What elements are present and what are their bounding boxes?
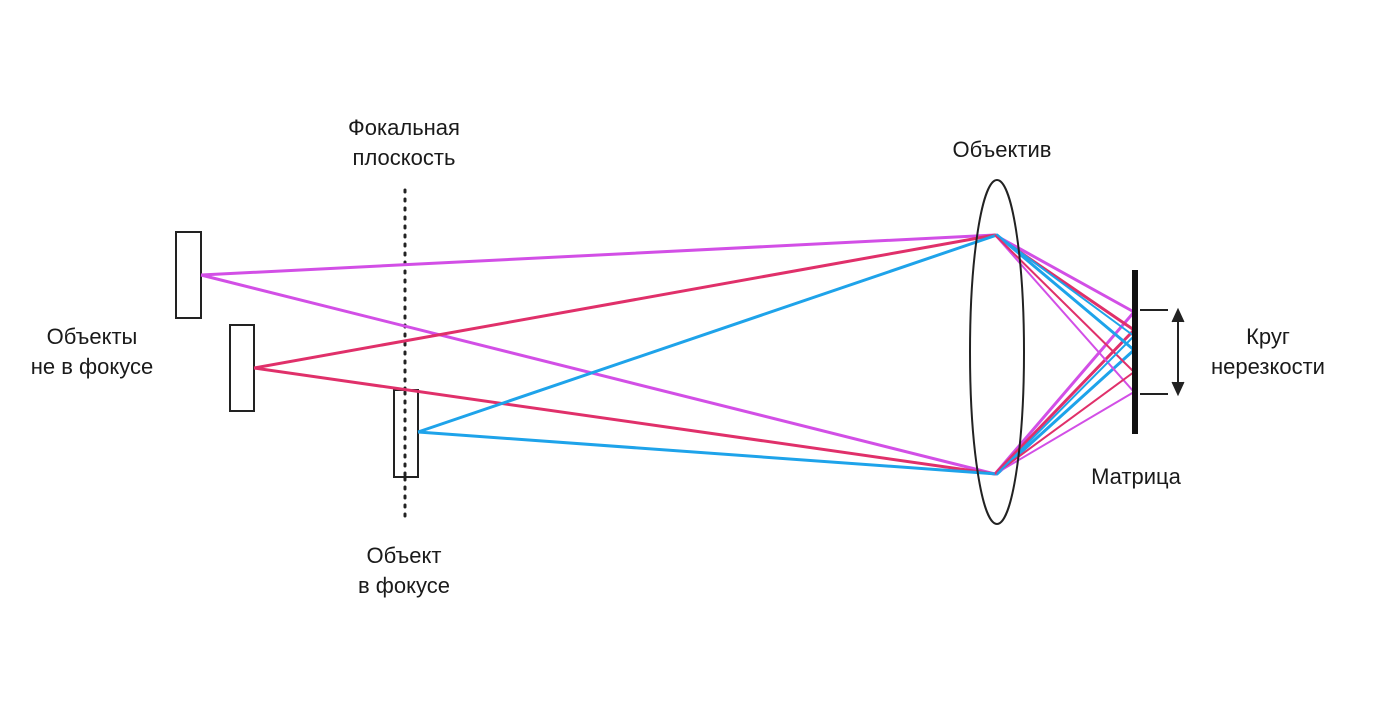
ray-violet-upper [200, 233, 1135, 314]
object-out-of-focus-2 [229, 324, 255, 412]
ray-violet-cross-top [994, 234, 1135, 393]
label-blur-circle-line2: нерезкости [1211, 354, 1325, 379]
label-focal-plane-line2: плоскость [353, 145, 456, 170]
rays-image-side [994, 234, 1135, 475]
rays-crimson [253, 233, 1136, 476]
ray-violet-cross-bottom [994, 391, 1135, 475]
label-out-of-focus-line2: не в фокусе [31, 354, 154, 379]
blur-circle-marker [1140, 307, 1185, 397]
ray-violet-lower [200, 273, 1136, 476]
rays-violet [200, 233, 1136, 476]
ray-blue-upper [417, 233, 1135, 434]
ray-crimson-cross-bottom [994, 371, 1135, 475]
ray-crimson-upper [253, 233, 1135, 370]
blur-arrow-head-bottom [1171, 381, 1185, 397]
label-focal-plane-line1: Фокальная [348, 115, 460, 140]
label-in-focus-line1: Объект [367, 543, 442, 568]
blur-arrow-head-top [1171, 307, 1185, 323]
ray-blue-cross-top [996, 234, 1135, 337]
lens-outline [969, 179, 1025, 525]
label-lens: Объектив [953, 137, 1052, 162]
label-sensor: Матрица [1091, 464, 1182, 489]
object-out-of-focus-1 [175, 231, 202, 319]
label-blur-circle-line1: Круг [1246, 324, 1290, 349]
ray-crimson-cross-top [994, 234, 1135, 373]
label-out-of-focus-line1: Объекты [47, 324, 138, 349]
label-in-focus-line2: в фокусе [358, 573, 450, 598]
